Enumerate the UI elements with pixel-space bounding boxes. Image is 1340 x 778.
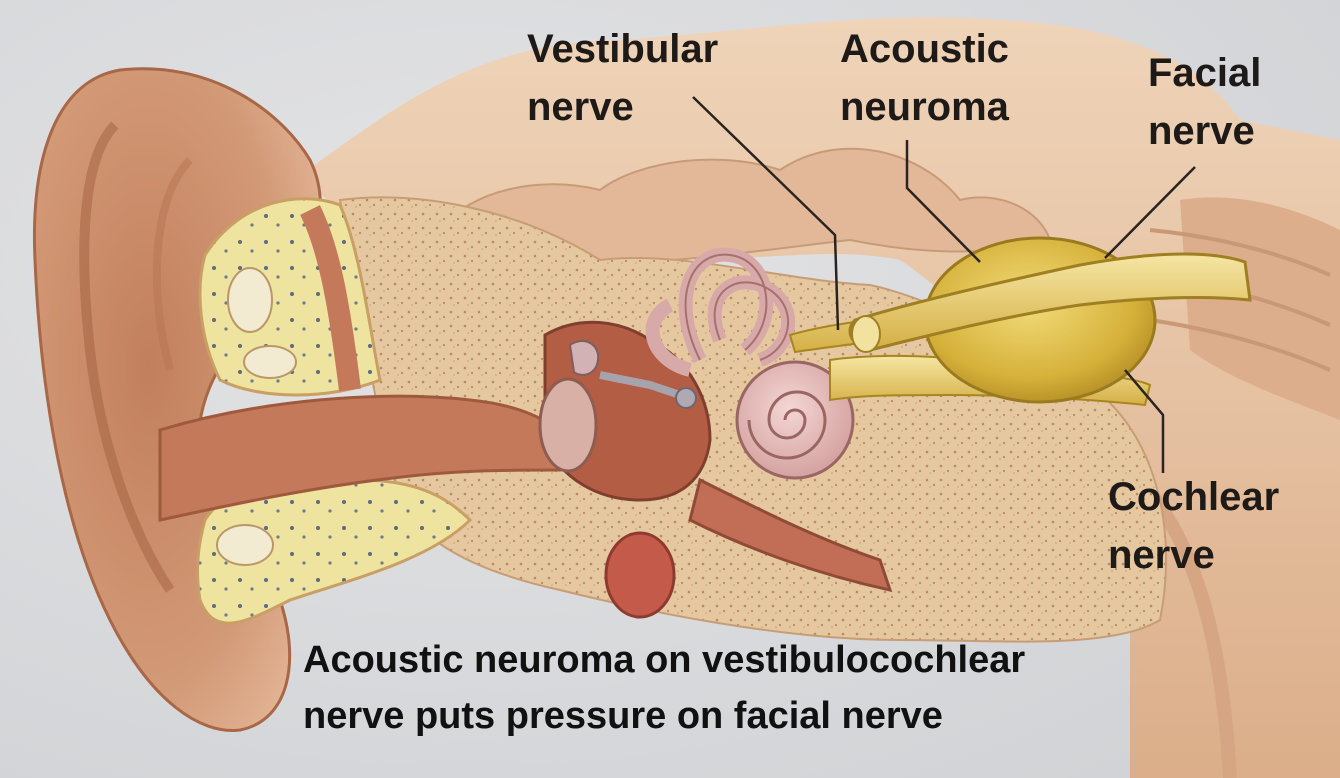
vestibular-line1: Vestibular	[527, 27, 719, 71]
label-facial-nerve: Facial nerve	[1148, 44, 1261, 160]
cochlear-line2: nerve	[1108, 533, 1215, 577]
vestibular-leader-line	[692, 96, 840, 331]
label-vestibular-nerve: Vestibular nerve	[527, 20, 718, 136]
label-cochlear-nerve: Cochlear nerve	[1108, 468, 1279, 584]
acoustic-line2: neuroma	[840, 85, 1009, 129]
facial-line2: nerve	[1148, 109, 1255, 153]
leader-lines	[692, 96, 1196, 473]
label-acoustic-neuroma: Acoustic neuroma	[840, 20, 1009, 136]
brain-tissue	[300, 17, 1340, 778]
caption-line2: nerve puts pressure on facial nerve	[303, 695, 943, 737]
facial-nerve-shape	[848, 252, 1252, 352]
acoustic-leader-line	[905, 140, 981, 263]
vestibular-line2: nerve	[527, 85, 634, 129]
cochlear-line1: Cochlear	[1108, 475, 1280, 519]
acoustic-line1: Acoustic	[840, 27, 1009, 71]
cochlear-leader-line	[1124, 369, 1165, 473]
semicircular-canals-outline	[684, 253, 789, 361]
eustachian-tube	[688, 477, 893, 593]
facial-leader-line	[1104, 166, 1196, 259]
internal-carotid	[604, 531, 676, 619]
caption: Acoustic neuroma on vestibulocochlear ne…	[303, 632, 1025, 744]
cochlea	[735, 360, 855, 480]
eardrum	[538, 377, 598, 473]
nerves	[788, 236, 1252, 407]
facial-line1: Facial	[1148, 51, 1262, 95]
caption-line1: Acoustic neuroma on vestibulocochlear	[303, 639, 1026, 681]
